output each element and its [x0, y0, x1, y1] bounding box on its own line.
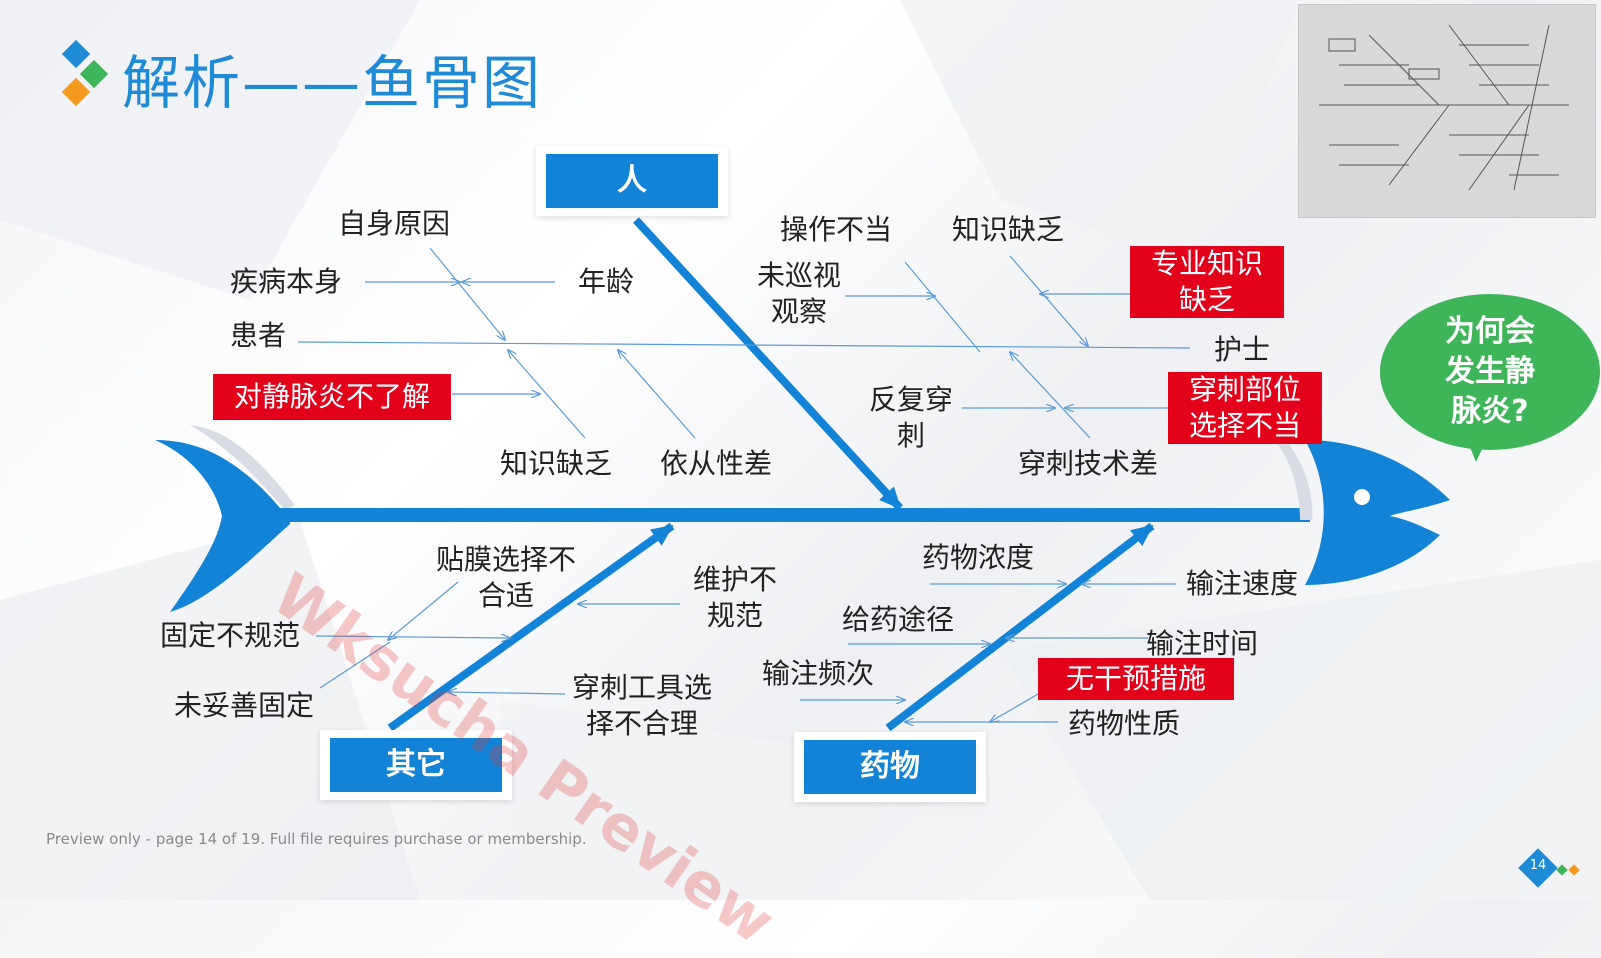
category-label-person: 人	[546, 154, 718, 208]
cause-no-patrol-line1: 未巡视	[756, 259, 841, 292]
cause-not-understand: 对静脉炎不了解	[213, 374, 451, 420]
cause-not-fixed: 未妥善固定	[174, 689, 315, 722]
cause-no-intervention: 无干预措施	[1038, 658, 1234, 700]
cause-admin-route: 给药途径	[842, 603, 955, 636]
fish-head	[1305, 440, 1450, 585]
cause-knowledge-lack-nurse: 知识缺乏	[952, 213, 1065, 246]
brand-logo	[61, 39, 110, 107]
cause-tool-choice-line1: 穿刺工具选	[571, 671, 712, 704]
fish-eye	[1354, 489, 1370, 505]
cause-wrong-site-line1: 穿刺部位	[1188, 373, 1301, 406]
page-number: 14	[1529, 858, 1547, 873]
cause-poor-technique: 穿刺技术差	[1018, 447, 1159, 480]
background-polygons	[0, 0, 1601, 900]
cause-poor-compliance: 依从性差	[660, 447, 773, 480]
cause-film-choice-line1: 贴膜选择不	[435, 543, 576, 576]
cause-no-patrol: 未巡视 观察	[738, 258, 860, 330]
cause-lack-expertise-line1: 专业知识	[1150, 247, 1263, 280]
effect-bubble-tail	[1464, 432, 1490, 462]
preview-footer: Preview only - page 14 of 19. Full file …	[46, 830, 587, 848]
cause-disease: 疾病本身	[230, 265, 343, 298]
page-title: 解析——鱼骨图	[122, 49, 543, 117]
cause-wrong-site: 穿刺部位 选择不当	[1168, 372, 1322, 444]
cause-infusion-frequency: 输注频次	[762, 657, 875, 690]
category-label-drug: 药物	[804, 740, 976, 794]
cause-repeated-puncture-line2: 刺	[896, 419, 925, 452]
cause-drug-nature: 药物性质	[1068, 707, 1181, 740]
cause-tool-choice: 穿刺工具选 择不合理	[566, 670, 718, 742]
category-box-drug: 药物	[794, 732, 986, 802]
cause-tool-choice-line2: 择不合理	[585, 707, 698, 740]
category-box-other: 其它	[320, 730, 512, 800]
cause-maintenance: 维护不 规范	[680, 562, 790, 634]
cause-patient: 患者	[230, 319, 287, 352]
cause-film-choice: 贴膜选择不 合适	[428, 542, 584, 614]
cause-film-choice-line2: 合适	[477, 579, 534, 612]
fish-spine	[250, 508, 1310, 522]
cause-lack-expertise-line2: 缺乏	[1178, 283, 1235, 316]
cause-maintenance-line2: 规范	[706, 599, 763, 632]
cause-self-reason: 自身原因	[338, 207, 451, 240]
cause-lack-expertise: 专业知识 缺乏	[1130, 246, 1284, 318]
fishbone-diagram	[155, 217, 1450, 732]
sketch-thumbnail	[1298, 4, 1596, 218]
cause-fixing-irregular: 固定不规范	[160, 619, 301, 652]
cause-infusion-speed: 输注速度	[1186, 567, 1299, 600]
effect-bubble: 为何会发生静脉炎?	[1380, 294, 1600, 450]
category-box-person: 人	[536, 146, 728, 216]
category-label-other: 其它	[330, 738, 502, 792]
cause-repeated-puncture-line1: 反复穿	[868, 383, 953, 416]
cause-improper-operation: 操作不当	[780, 213, 893, 246]
cause-infusion-time: 输注时间	[1146, 627, 1259, 660]
cause-drug-concentration: 药物浓度	[922, 541, 1035, 574]
cause-maintenance-line1: 维护不	[692, 563, 777, 596]
cause-repeated-puncture: 反复穿 刺	[860, 382, 962, 454]
cause-wrong-site-line2: 选择不当	[1188, 409, 1301, 442]
cause-age: 年龄	[578, 265, 635, 298]
effect-text: 为何会发生静脉炎?	[1445, 314, 1535, 429]
fish-tail	[155, 440, 290, 612]
cause-no-patrol-line2: 观察	[770, 295, 827, 328]
cause-nurse: 护士	[1214, 333, 1271, 366]
cause-knowledge-lack-patient: 知识缺乏	[500, 447, 613, 480]
